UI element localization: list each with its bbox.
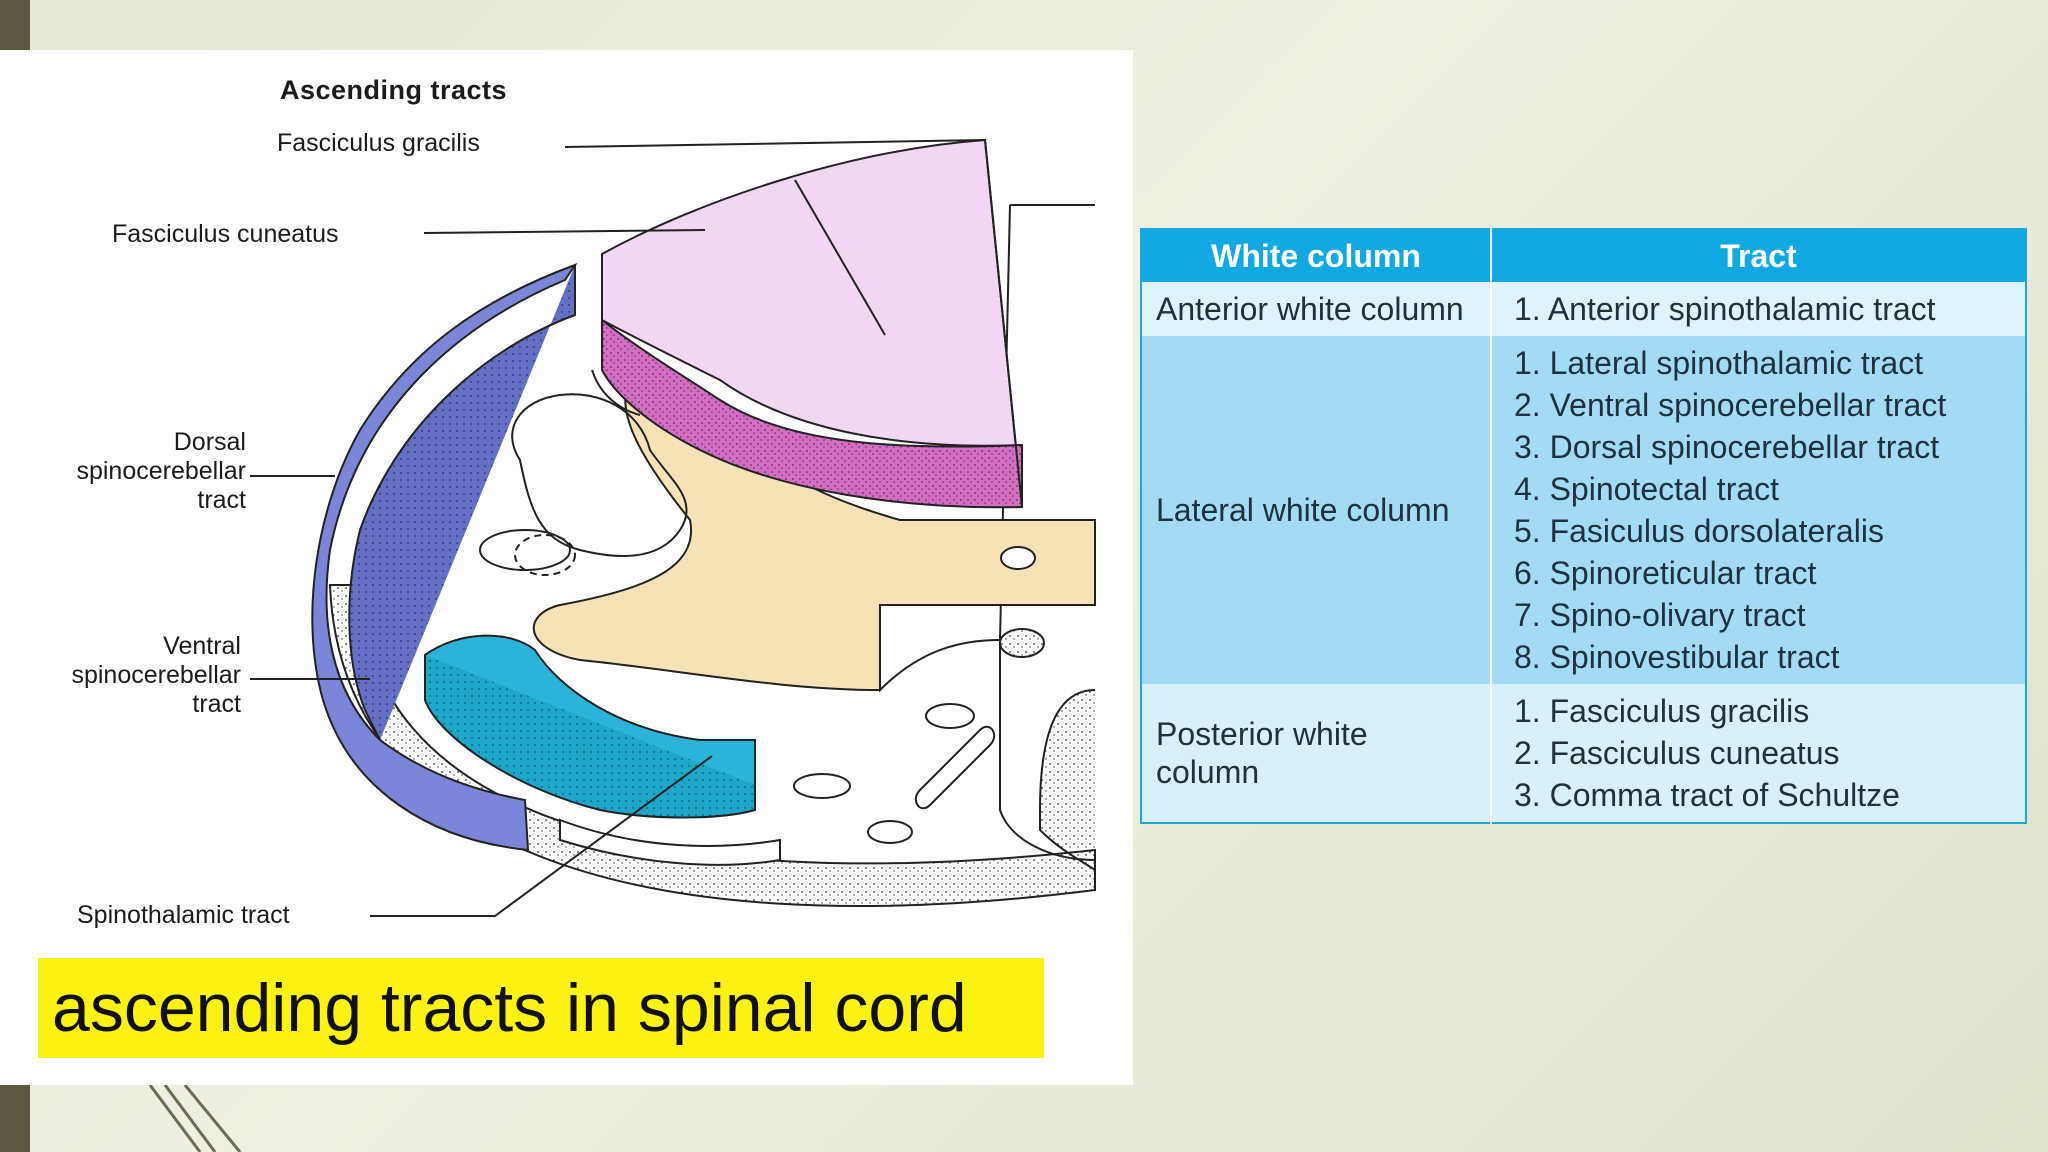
header-white-column: White column	[1141, 229, 1491, 282]
caption-text: ascending tracts in spinal cord	[52, 970, 967, 1046]
tract-item: 8. Spinovestibular tract	[1514, 639, 1840, 675]
tract-item: 1. Anterior spinothalamic tract	[1514, 291, 1936, 327]
slide-accent-bottom	[0, 1085, 30, 1152]
tract-item: 3. Dorsal spinocerebellar tract	[1514, 429, 1940, 465]
dorsal-spinocerebellar-tract	[311, 262, 578, 852]
label-dorsal-spinocerebellar: Dorsal spinocerebellar tract	[76, 428, 246, 514]
caption-banner: ascending tracts in spinal cord	[38, 958, 1044, 1058]
slide-accent-top	[0, 0, 30, 50]
tract-item: 2. Fasciculus cuneatus	[1514, 735, 1840, 771]
internal-outlines	[479, 369, 996, 866]
tract-item: 3. Comma tract of Schultze	[1514, 777, 1900, 813]
table-row: Posterior white column 1. Fasciculus gra…	[1141, 684, 2026, 823]
white-column-cell: Posterior white column	[1141, 684, 1491, 823]
spinal-cord-diagram	[250, 138, 1096, 917]
label-fasciculus-gracilis: Fasciculus gracilis	[277, 129, 480, 157]
tract-item: 2. Ventral spinocerebellar tract	[1514, 387, 1947, 423]
table-row: Anterior white column 1. Anterior spinot…	[1141, 282, 2026, 336]
white-column-name: Lateral white column	[1156, 492, 1450, 528]
tract-item: 6. Spinoreticular tract	[1514, 555, 1817, 591]
slide-decoration-lines	[148, 1085, 242, 1152]
white-column-cell: Lateral white column	[1141, 336, 1491, 684]
tract-cell: 1. Lateral spinothalamic tract 2. Ventra…	[1490, 336, 2026, 684]
white-column-name: Anterior white column	[1156, 291, 1464, 327]
tract-item: 1. Fasciculus gracilis	[1514, 693, 1810, 729]
ventral-spinocerebellar-tract	[423, 634, 756, 819]
diagram-title: Ascending tracts	[280, 75, 508, 105]
diagram-panel: Ascending tracts Fasciculus gracilis Fas…	[0, 50, 1133, 1085]
tract-cell: 1. Fasciculus gracilis 2. Fasciculus cun…	[1490, 684, 2026, 823]
white-column-cell: Anterior white column	[1141, 282, 1491, 336]
tract-item: 5. Fasiculus dorsolateralis	[1514, 513, 1884, 549]
label-spinothalamic-tract: Spinothalamic tract	[77, 901, 290, 929]
table-header-row: White column Tract	[1141, 229, 2026, 282]
leader-lines	[250, 139, 986, 917]
table-row: Lateral white column 1. Lateral spinotha…	[1141, 336, 2026, 684]
tract-item: 7. Spino-olivary tract	[1514, 597, 1806, 633]
header-tract: Tract	[1490, 229, 2026, 282]
tract-item: 1. Lateral spinothalamic tract	[1514, 345, 1924, 381]
label-ventral-spinocerebellar: Ventral spinocerebellar tract	[71, 632, 241, 718]
posterior-column	[601, 138, 1023, 509]
ascending-tracts-table: White column Tract Anterior white column…	[1140, 228, 2027, 824]
tract-item: 4. Spinotectal tract	[1514, 471, 1780, 507]
white-column-name: Posterior white column	[1156, 716, 1368, 790]
label-fasciculus-cuneatus: Fasciculus cuneatus	[112, 220, 339, 248]
tract-cell: 1. Anterior spinothalamic tract	[1490, 282, 2026, 336]
